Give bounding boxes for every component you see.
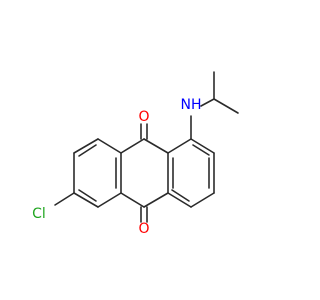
bond-c1l-c2l-inner	[78, 144, 97, 157]
bond-n-ch	[200, 98, 215, 107]
bond-ch-ch3-right	[213, 98, 239, 114]
bond-c9a-c1l	[97, 138, 122, 154]
nitrogen-label: NH	[181, 97, 202, 113]
bond-c1r-c2r-inner	[192, 144, 210, 156]
bond-c3l-cl	[54, 192, 75, 206]
bond-c4r-c4a-inner	[171, 189, 190, 202]
bond-c10-c4a	[143, 192, 169, 208]
bond-c4l-c10a	[97, 192, 122, 208]
bond-c1l-c2l	[73, 138, 99, 154]
structure-canvas: O O NH Cl	[32, 71, 239, 237]
bond-c3r-c4r	[190, 192, 215, 208]
bond-c10-c10a	[120, 192, 145, 208]
oxygen-top-label: O	[138, 109, 149, 125]
bonds	[54, 71, 239, 223]
bond-c3l-c4l	[73, 192, 99, 208]
bond-c1r-c2r	[190, 138, 215, 154]
bond-c9-c9a	[120, 138, 145, 154]
atom-labels: O O NH Cl	[32, 97, 201, 237]
bond-c4r-c4a	[167, 192, 192, 208]
oxygen-bottom-label: O	[138, 221, 149, 237]
molecule-structure: O O NH Cl	[32, 71, 239, 237]
chlorine-label: Cl	[32, 206, 46, 222]
bond-c3l-c4l-inner	[78, 189, 97, 202]
bond-c8a-c1r	[167, 138, 192, 154]
bond-c9-c8a	[143, 138, 169, 154]
